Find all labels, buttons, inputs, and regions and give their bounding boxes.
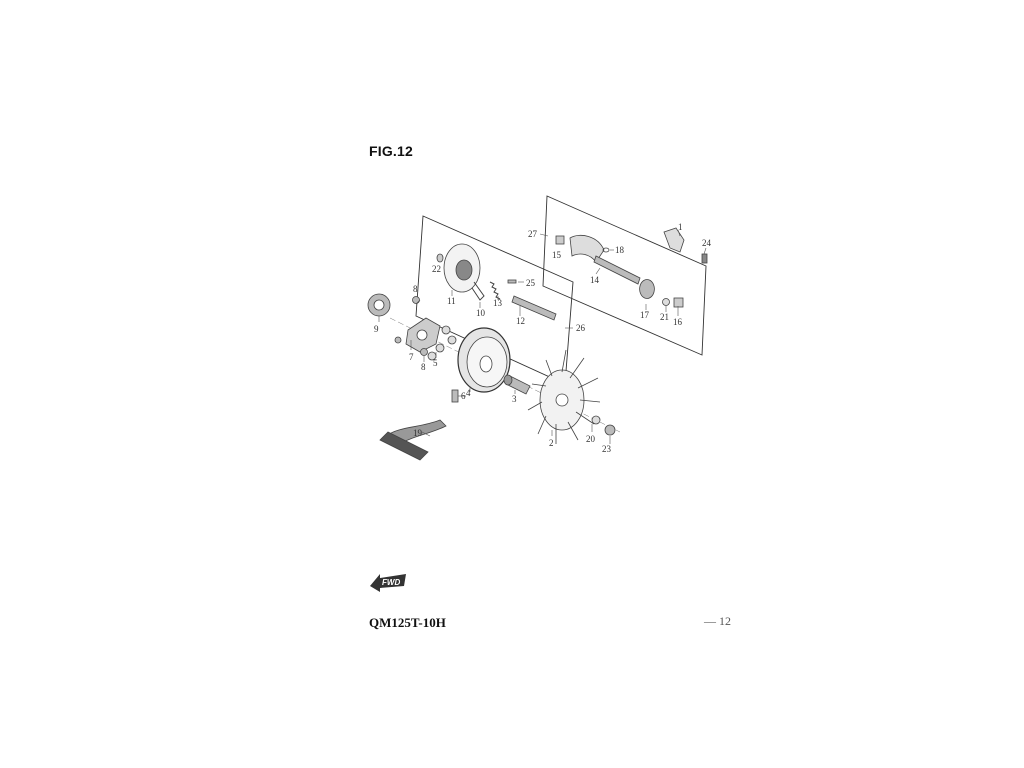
leader-lines	[378, 229, 707, 444]
kick-lever-part-19	[379, 419, 447, 461]
bolt-part-24	[701, 253, 708, 264]
page-number: — 12	[704, 614, 731, 628]
part-label-17: 17	[640, 310, 650, 320]
bolt-part-6	[451, 389, 459, 403]
spring-part-17	[639, 279, 655, 299]
kick-starter-spindle-part-14	[569, 234, 641, 285]
part-label-20: 20	[586, 434, 596, 444]
part-label-18: 18	[615, 245, 625, 255]
spring-clip-part-10	[471, 281, 485, 301]
part-label-22: 22	[432, 264, 441, 274]
washer-small	[394, 336, 402, 344]
nut-part-23	[604, 424, 616, 436]
part-label-4: 4	[466, 388, 471, 398]
kick-driven-gear-part-11	[443, 243, 481, 293]
arrow-left-icon: FWD	[370, 574, 406, 592]
part-label-24: 24	[702, 238, 712, 248]
spring-part-13	[489, 281, 501, 300]
sleeve-part-3	[503, 374, 531, 395]
nut-part-8-upper	[412, 296, 420, 304]
part-label-14: 14	[590, 275, 600, 285]
bushing-part-15	[555, 235, 565, 245]
part-label-19: 19	[413, 428, 423, 438]
part-label-21: 21	[660, 312, 669, 322]
washer-part-21	[662, 298, 670, 306]
part-label-1: 1	[678, 222, 683, 232]
gear-part-9	[367, 293, 391, 317]
drive-face-part-4	[457, 327, 511, 393]
washer-part-20	[591, 415, 601, 425]
part-label-7: 7	[409, 352, 414, 362]
part-label-3: 3	[512, 394, 517, 404]
part-label-27: 27	[528, 229, 538, 239]
part-label-9: 9	[374, 324, 379, 334]
rollers-part-5	[427, 325, 457, 361]
washer-part-22	[436, 253, 444, 263]
part-label-23: 23	[602, 444, 612, 454]
part-label-16: 16	[673, 317, 683, 327]
figure-title: FIG.12	[369, 143, 413, 159]
nut-part-8-lower	[420, 348, 428, 356]
model-number: QM125T-10H	[369, 615, 446, 630]
part-label-6: 6	[461, 391, 466, 401]
pin-part-25	[507, 279, 517, 284]
ramp-plate-part-7	[405, 317, 441, 353]
part-label-5: 5	[433, 358, 438, 368]
part-label-8a: 8	[421, 362, 426, 372]
fan-part-2	[527, 349, 601, 444]
fwd-arrow-badge: FWD	[368, 568, 408, 594]
shaft-part-12	[511, 295, 557, 321]
part-label-8b: 8	[413, 284, 418, 294]
part-label-26: 26	[576, 323, 586, 333]
fwd-label: FWD	[382, 578, 400, 587]
part-label-13: 13	[493, 298, 503, 308]
subassembly-box-27	[542, 195, 707, 356]
kick-stopper-part-1	[663, 227, 685, 253]
part-label-2: 2	[549, 438, 554, 448]
part-label-10: 10	[476, 308, 486, 318]
part-label-25: 25	[526, 278, 536, 288]
part-label-15: 15	[552, 250, 562, 260]
clip-part-18	[602, 247, 610, 253]
part-label-11: 11	[447, 296, 456, 306]
part-label-12: 12	[516, 316, 525, 326]
bushing-part-16	[673, 297, 684, 308]
